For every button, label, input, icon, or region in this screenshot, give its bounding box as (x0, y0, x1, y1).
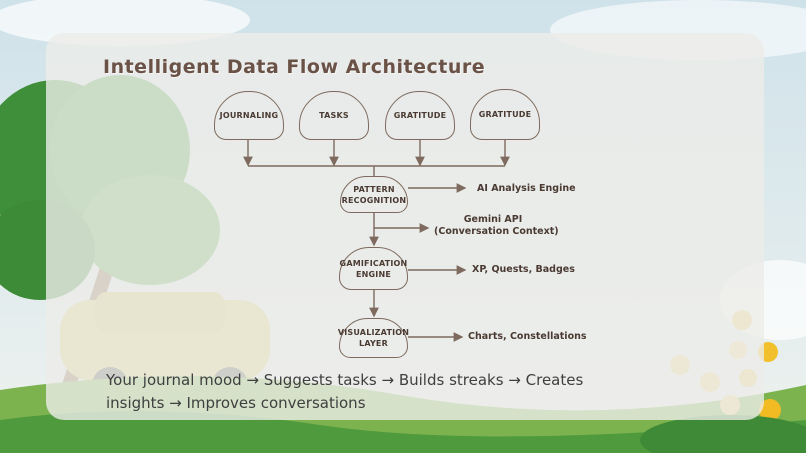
node-gamification-line-2: ENGINE (355, 269, 392, 279)
node-pattern-recognition: PATTERN RECOGNITION (340, 176, 408, 213)
node-gamification-engine: GAMIFICATION ENGINE (339, 247, 408, 290)
node-pattern-line-2: RECOGNITION (341, 195, 407, 205)
output-xp-quests: XP, Quests, Badges (472, 264, 575, 275)
caption-line-1: Your journal mood → Suggests tasks → Bui… (106, 371, 584, 389)
output-ai-analysis: AI Analysis Engine (477, 183, 576, 194)
flow-caption: Your journal mood → Suggests tasks → Bui… (106, 369, 626, 415)
slide-title: Intelligent Data Flow Architecture (103, 56, 486, 78)
node-journaling-label: JOURNALING (219, 111, 279, 120)
node-gratitude-2-label: GRATITUDE (478, 110, 532, 119)
node-visualization-line-2: LAYER (359, 339, 388, 348)
node-visualization-line-1: VISUALIZATION (337, 328, 410, 337)
output-charts: Charts, Constellations (468, 331, 587, 342)
node-tasks-label: TASKS (319, 111, 349, 120)
node-gratitude-1-label: GRATITUDE (393, 111, 447, 120)
node-pattern-line-1: PATTERN (353, 184, 395, 194)
output-gemini-api: Gemini API (Conversation Context) (434, 214, 559, 238)
output-gemini-line-1: Gemini API (463, 214, 523, 225)
output-gemini-line-2: (Conversation Context) (434, 226, 559, 237)
caption-line-2: insights → Improves conversations (106, 394, 366, 412)
node-gamification-line-1: GAMIFICATION (339, 258, 408, 268)
node-visualization-layer: VISUALIZATION LAYER (337, 318, 410, 358)
